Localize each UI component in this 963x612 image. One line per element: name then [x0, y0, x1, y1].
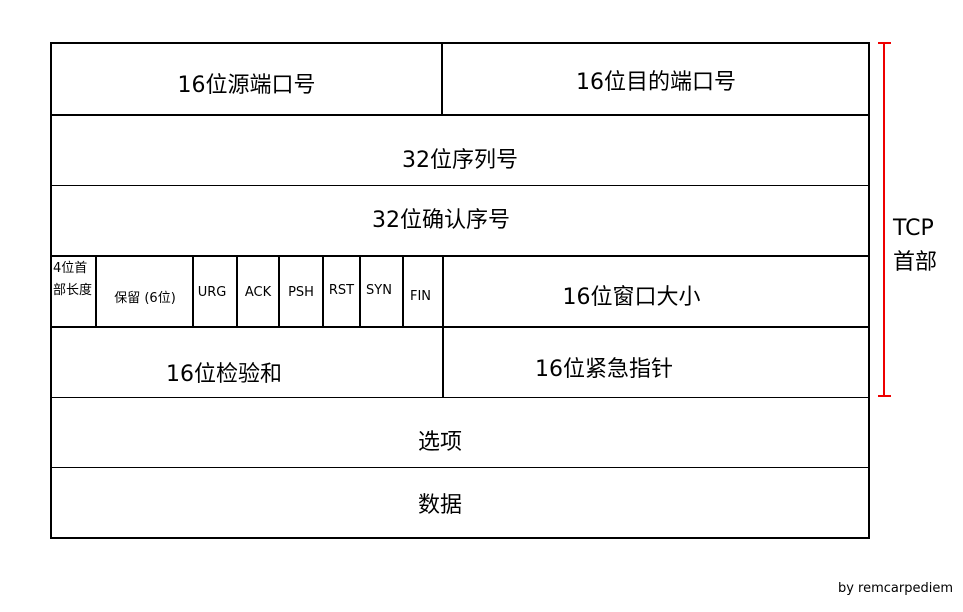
row-divider — [51, 255, 869, 257]
field-reserved: 保留 (6位) — [114, 290, 176, 306]
flag-ack: ACK — [244, 284, 272, 300]
credit-text: by remcarpediem — [837, 581, 953, 596]
flag-urg: URG — [197, 284, 227, 300]
field-urgent-ptr: 16位紧急指针 — [535, 357, 673, 382]
field-options: 选项 — [417, 430, 462, 455]
tcp-header-bracket — [883, 43, 885, 396]
col-divider — [236, 256, 238, 327]
field-header-len: 4位首部长度 — [53, 261, 93, 298]
row-divider — [51, 397, 869, 398]
col-divider — [359, 256, 361, 327]
col-divider — [322, 256, 324, 327]
col-divider — [95, 256, 97, 327]
bracket-label-line1: TCP — [893, 216, 934, 241]
row-divider — [51, 326, 869, 328]
flag-psh: PSH — [288, 284, 314, 300]
field-src-port: 16位源端口号 — [177, 72, 316, 98]
diagram-frame — [50, 42, 870, 539]
col-divider — [278, 256, 280, 327]
flag-rst: RST — [328, 282, 355, 298]
col-divider — [402, 256, 404, 327]
field-ack-num: 32位确认序号 — [372, 207, 510, 233]
field-data: 数据 — [417, 493, 462, 518]
col-divider — [441, 43, 443, 115]
bracket-label: TCP 首部 — [893, 212, 937, 280]
bracket-cap-bottom — [878, 395, 891, 397]
field-window: 16位窗口大小 — [562, 285, 701, 310]
field-dst-port: 16位目的端口号 — [576, 70, 736, 95]
row-divider — [51, 114, 869, 116]
bracket-label-line2: 首部 — [893, 250, 938, 275]
field-checksum: 16位检验和 — [166, 362, 282, 387]
field-seq: 32位序列号 — [402, 147, 518, 173]
row-divider — [51, 185, 869, 186]
bracket-cap-top — [878, 42, 891, 44]
col-divider — [442, 256, 444, 398]
flag-fin: FIN — [409, 288, 432, 304]
flag-syn: SYN — [366, 282, 392, 298]
col-divider — [192, 256, 194, 327]
row-divider — [51, 467, 869, 468]
